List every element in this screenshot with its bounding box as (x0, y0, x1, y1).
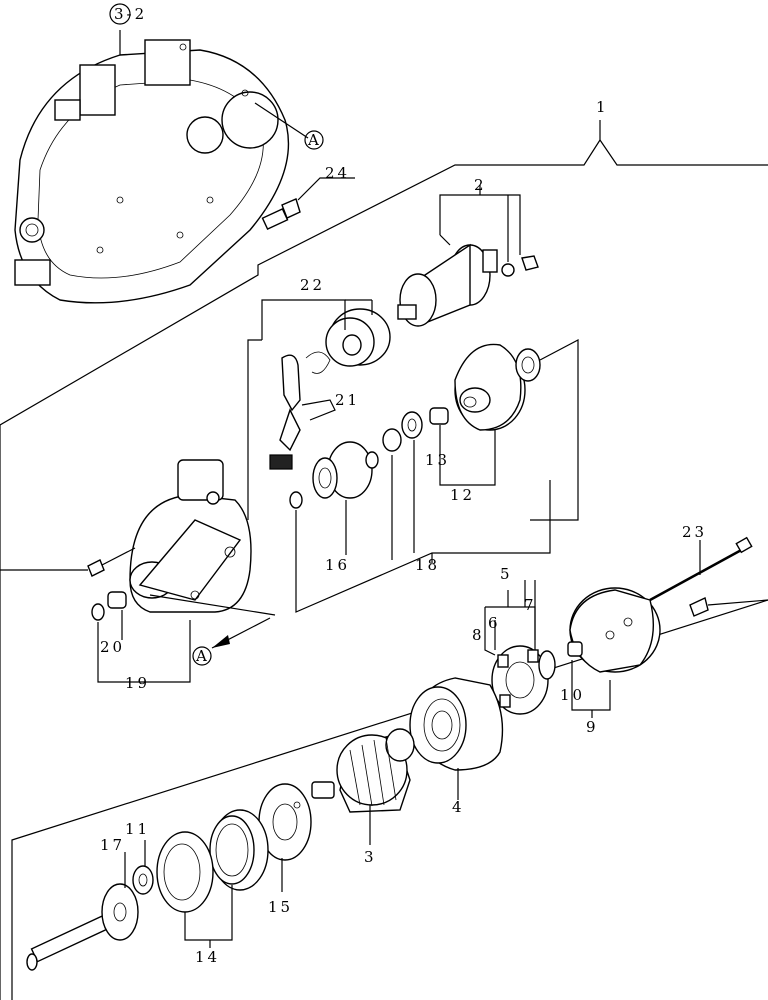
label-10: 10 (560, 686, 585, 704)
rear-end-frame-9 (569, 587, 661, 673)
label-9: 9 (586, 718, 599, 736)
label-7: 7 (524, 596, 537, 614)
solenoid-switch (397, 243, 539, 327)
callout-a-bottom (192, 646, 212, 666)
yoke-4 (409, 677, 504, 771)
callout-a-bottom-label: A (195, 647, 207, 665)
bush-10 (567, 641, 583, 657)
plate-22 (325, 308, 391, 367)
front-housing-19 (129, 459, 252, 613)
label-3: 3 (364, 848, 377, 866)
bolt-small-left (87, 547, 136, 577)
bolt-24 (261, 198, 301, 231)
label-24: 24 (325, 164, 350, 182)
callout-a-top (304, 130, 324, 150)
bushing-20 (91, 591, 127, 621)
assembly-boundary (599, 139, 768, 166)
label-16: 16 (325, 556, 350, 574)
label-2: 2 (474, 176, 487, 194)
label-8: 8 (472, 626, 485, 644)
washer-18 (382, 411, 423, 452)
label-13: 13 (425, 451, 450, 469)
ref-page-label: 3-2 (114, 5, 147, 23)
shift-lever-21 (269, 351, 331, 470)
label-5: 5 (500, 565, 513, 583)
assembly-boundary-left (0, 139, 601, 426)
callout-a-top-label: A (307, 131, 319, 149)
internal-gear-14 (156, 809, 269, 913)
label-14: 14 (195, 948, 220, 966)
label-22: 22 (300, 276, 325, 294)
flywheel-housing (14, 30, 290, 304)
label-15: 15 (268, 898, 293, 916)
through-bolt-23 (649, 536, 753, 602)
bolt-rear (689, 597, 709, 617)
armature-3 (311, 728, 415, 813)
ref-page-circle (109, 3, 131, 25)
label-1: 1 (596, 98, 609, 116)
brush-holder-5 (491, 645, 549, 715)
label-23: 23 (682, 523, 707, 541)
gear-housing-12 (454, 343, 526, 431)
planet-gear-11 (132, 865, 154, 895)
label-11: 11 (125, 820, 150, 838)
spring-clip (538, 650, 556, 680)
pinion-shaft-17 (26, 883, 139, 971)
label-12: 12 (450, 486, 475, 504)
washer-right (515, 348, 541, 382)
label-21: 21 (335, 391, 360, 409)
label-17: 17 (100, 836, 125, 854)
label-18: 18 (415, 556, 440, 574)
bearing-13 (429, 407, 449, 425)
pinion-clutch-16 (289, 441, 379, 509)
label-19: 19 (125, 674, 150, 692)
label-4: 4 (452, 798, 465, 816)
label-20: 20 (100, 638, 125, 656)
label-6: 6 (488, 614, 501, 632)
